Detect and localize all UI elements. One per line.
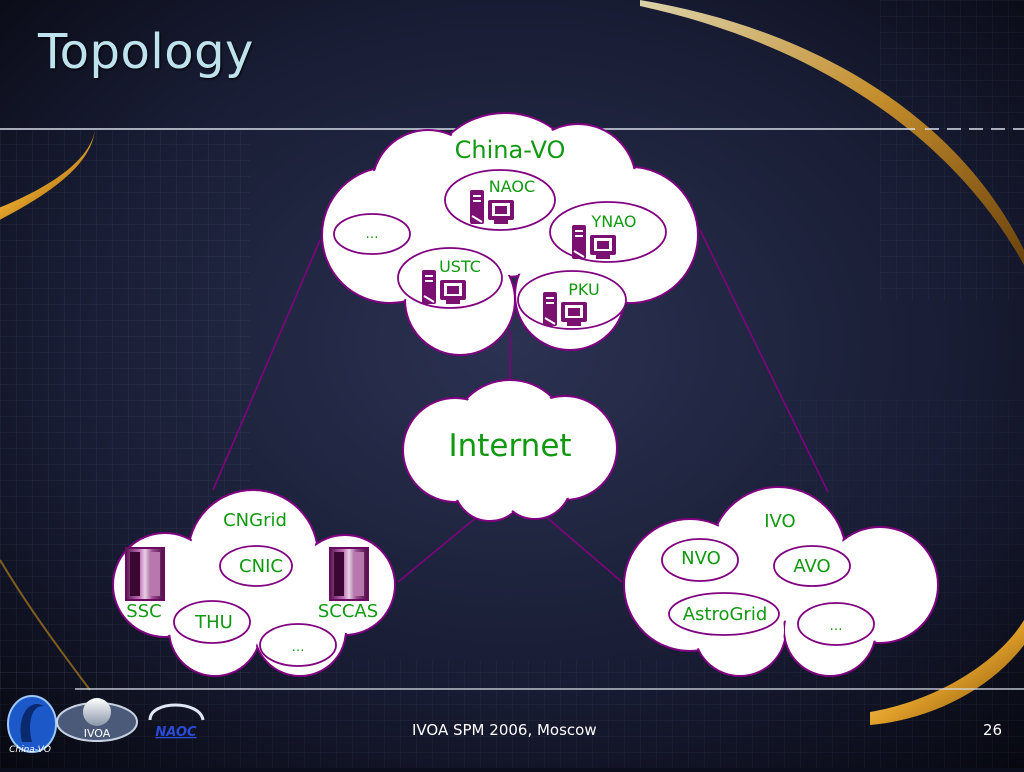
- node-cnic-label: CNIC: [239, 556, 283, 577]
- nvo-cloud: [661, 538, 739, 582]
- node-ssc-label: SSC: [126, 601, 161, 622]
- rack-server-icon: [329, 547, 369, 601]
- gold-swoosh: [0, 130, 95, 220]
- thu-cloud: [173, 600, 251, 644]
- ivo-cloud: IVO NVO AVO AstroGrid …: [623, 486, 939, 677]
- gold-swoosh: [870, 620, 1024, 725]
- svg-text:NAOC: NAOC: [155, 725, 197, 740]
- site-ustc-label: USTC: [439, 257, 481, 276]
- svg-text:IVOA: IVOA: [84, 727, 111, 740]
- china-vo-label: China-VO: [455, 136, 566, 164]
- page-number: 26: [983, 721, 1003, 739]
- internet-cloud: Internet: [402, 379, 618, 522]
- svg-text:China-VO: China-VO: [9, 745, 51, 755]
- avo-cloud: [773, 545, 851, 587]
- ivo-more-cloud: [797, 602, 875, 646]
- site-naoc-label: NAOC: [489, 177, 535, 196]
- cngrid-more-cloud: [259, 623, 337, 667]
- cnic-cloud: [219, 545, 293, 587]
- china-vo-more: …: [366, 227, 379, 242]
- node-avo-label: AVO: [793, 556, 830, 577]
- ivo-label: IVO: [764, 511, 795, 532]
- node-thu-label: THU: [194, 612, 233, 633]
- footer-text: IVOA SPM 2006, Moscow: [412, 721, 597, 739]
- node-nvo-label: NVO: [681, 548, 721, 569]
- astrogrid-cloud: [668, 592, 780, 636]
- site-ynao-label: YNAO: [591, 212, 637, 231]
- node-sccas-label: SCCAS: [318, 601, 378, 622]
- rack-server-icon: [125, 547, 165, 601]
- cngrid-label: CNGrid: [223, 510, 287, 531]
- cngrid-more: …: [292, 640, 305, 655]
- internet-label: Internet: [448, 428, 571, 464]
- slide-title: Topology: [38, 24, 254, 80]
- ivoa-logo: IVOA: [56, 698, 138, 742]
- cngrid-cloud: CNGrid SSC CNIC SCCAS THU …: [112, 489, 396, 677]
- china-vo-cloud: China-VO … NAOC YNAO USTC PKU: [321, 112, 699, 356]
- china-vo-logo: China-VO: [7, 695, 57, 755]
- ivo-more: …: [830, 619, 843, 634]
- site-pku-label: PKU: [568, 280, 599, 299]
- naoc-logo: NAOC: [148, 703, 205, 740]
- node-astrogrid-label: AstroGrid: [683, 604, 768, 625]
- china-vo-more-cloud: [333, 213, 411, 255]
